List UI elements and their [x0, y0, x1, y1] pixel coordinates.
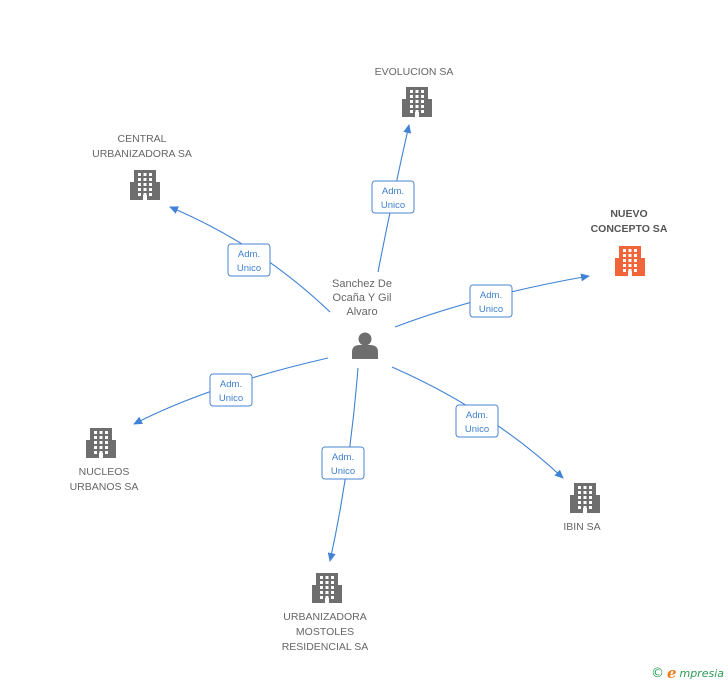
company-label-line: NUEVO	[610, 208, 647, 220]
building-icon	[615, 246, 645, 276]
edge-label-text-line: Adm.	[238, 249, 260, 260]
edge-label-text-line: Adm.	[332, 452, 354, 463]
brand-logo-letter: e	[666, 664, 677, 682]
person-icon	[352, 332, 378, 359]
building-icon	[312, 573, 342, 603]
edge-label-evolucion[interactable]: Adm. Unico	[371, 180, 415, 214]
edge-label-central[interactable]: Adm. Unico	[227, 243, 271, 277]
person-label-line: Alvaro	[346, 306, 377, 318]
person-label-line: Ocaña Y Gil	[333, 292, 392, 304]
edge-label-ibin[interactable]: Adm. Unico	[455, 404, 499, 438]
edge-label-mostoles[interactable]: Adm. Unico	[321, 446, 365, 480]
company-label: NUCLEOS URBANOS SA	[70, 466, 139, 493]
edge-label-box	[321, 446, 365, 480]
edge-label-text-line: Adm.	[220, 379, 242, 390]
building-icon	[570, 483, 600, 513]
company-label: IBIN SA	[563, 521, 600, 533]
company-label-line: IBIN SA	[563, 521, 600, 533]
company-node-nuevo[interactable]: NUEVO CONCEPTO SA	[591, 208, 668, 276]
company-label: URBANIZADORA MOSTOLES RESIDENCIAL SA	[282, 611, 369, 653]
company-node-ibin[interactable]: IBIN SA	[563, 483, 601, 533]
company-label-line: CENTRAL	[117, 133, 166, 145]
edge-label-text-line: Unico	[479, 304, 503, 315]
edge-label-text: Adm. Unico	[237, 249, 261, 274]
edge-label-text: Adm. Unico	[331, 452, 355, 477]
person-label-line: Sanchez De	[332, 278, 392, 290]
edge-label-text-line: Unico	[331, 466, 355, 477]
edge-label-text: Adm. Unico	[381, 186, 405, 211]
edge-label-text-line: Adm.	[466, 410, 488, 421]
building-icon	[402, 87, 432, 117]
edge-label-text-line: Unico	[381, 200, 405, 211]
company-label-line: URBANOS SA	[70, 481, 139, 493]
company-label-line: URBANIZADORA SA	[92, 148, 192, 160]
company-label: CENTRAL URBANIZADORA SA	[92, 133, 192, 160]
edge-label-text-line: Unico	[237, 263, 261, 274]
company-label: EVOLUCION SA	[375, 66, 454, 78]
company-label-line: MOSTOLES	[296, 626, 354, 638]
edge-label-box	[227, 243, 271, 277]
company-label-line: RESIDENCIAL SA	[282, 641, 369, 653]
brand-name: mpresia	[679, 666, 724, 680]
edge-label-text: Adm. Unico	[219, 379, 243, 404]
edge-label-box	[371, 180, 415, 214]
edge-label-text-line: Unico	[465, 424, 489, 435]
edge-label-nucleos[interactable]: Adm. Unico	[209, 373, 253, 407]
edge-label-box	[469, 284, 513, 318]
edge-label-box	[455, 404, 499, 438]
edge-label-text-line: Adm.	[382, 186, 404, 197]
edge-label-nuevo[interactable]: Adm. Unico	[469, 284, 513, 318]
edge-label-text: Adm. Unico	[479, 290, 503, 315]
company-label-line: URBANIZADORA	[283, 611, 366, 623]
copyright-symbol: ©	[650, 665, 664, 681]
nodes-layer: EVOLUCION SA CENTRAL URBANIZADORA SA NUEVO C…	[70, 66, 668, 653]
footer-brand[interactable]: © e mpresia	[651, 663, 724, 683]
company-label: NUEVO CONCEPTO SA	[591, 208, 668, 235]
company-label-line: CONCEPTO SA	[591, 223, 668, 235]
company-node-evolucion[interactable]: EVOLUCION SA	[375, 66, 454, 117]
building-icon	[86, 428, 116, 458]
company-label-line: EVOLUCION SA	[375, 66, 454, 78]
company-node-mostoles[interactable]: URBANIZADORA MOSTOLES RESIDENCIAL SA	[282, 573, 369, 653]
company-node-nucleos[interactable]: NUCLEOS URBANOS SA	[70, 428, 139, 493]
edge-label-text-line: Unico	[219, 393, 243, 404]
edge-label-box	[209, 373, 253, 407]
edge-label-text-line: Adm.	[480, 290, 502, 301]
building-icon	[130, 170, 160, 200]
company-node-central[interactable]: CENTRAL URBANIZADORA SA	[92, 133, 192, 200]
edge-labels-layer: Adm.UnicoAdm.UnicoAdm.UnicoAdm.UnicoAdm.…	[209, 180, 513, 480]
edge-label-text: Adm. Unico	[465, 410, 489, 435]
company-label-line: NUCLEOS	[79, 466, 130, 478]
